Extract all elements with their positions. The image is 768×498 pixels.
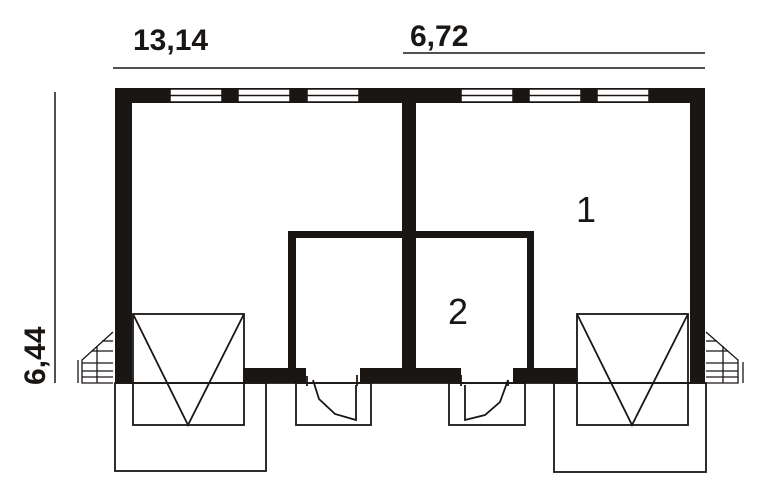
- door-swing: [312, 379, 357, 422]
- wall-bottom-3: [513, 368, 577, 383]
- stairs-right: [705, 331, 744, 384]
- dimension-depth: 6,44: [19, 326, 52, 385]
- partition-right: [527, 231, 534, 383]
- wall-bottom-2: [360, 368, 461, 383]
- dimension-half-width: 6,72: [410, 20, 468, 53]
- stairs-left: [77, 331, 114, 384]
- wall-left: [115, 88, 132, 383]
- wall-bottom-1: [243, 368, 306, 383]
- walls: [115, 88, 705, 383]
- room-number-2: 2: [448, 291, 468, 332]
- entry-right: [448, 375, 526, 426]
- partition-left: [288, 231, 296, 383]
- windows: [169, 88, 650, 103]
- garage-door-left: [114, 313, 267, 472]
- door-swing: [464, 379, 509, 422]
- garage-door-right: [553, 313, 707, 473]
- dimension-total-width: 13,14: [133, 24, 208, 57]
- entry-left: [295, 375, 372, 426]
- room-number-1: 1: [576, 189, 596, 230]
- partition-top: [288, 231, 534, 238]
- wall-right: [690, 88, 705, 383]
